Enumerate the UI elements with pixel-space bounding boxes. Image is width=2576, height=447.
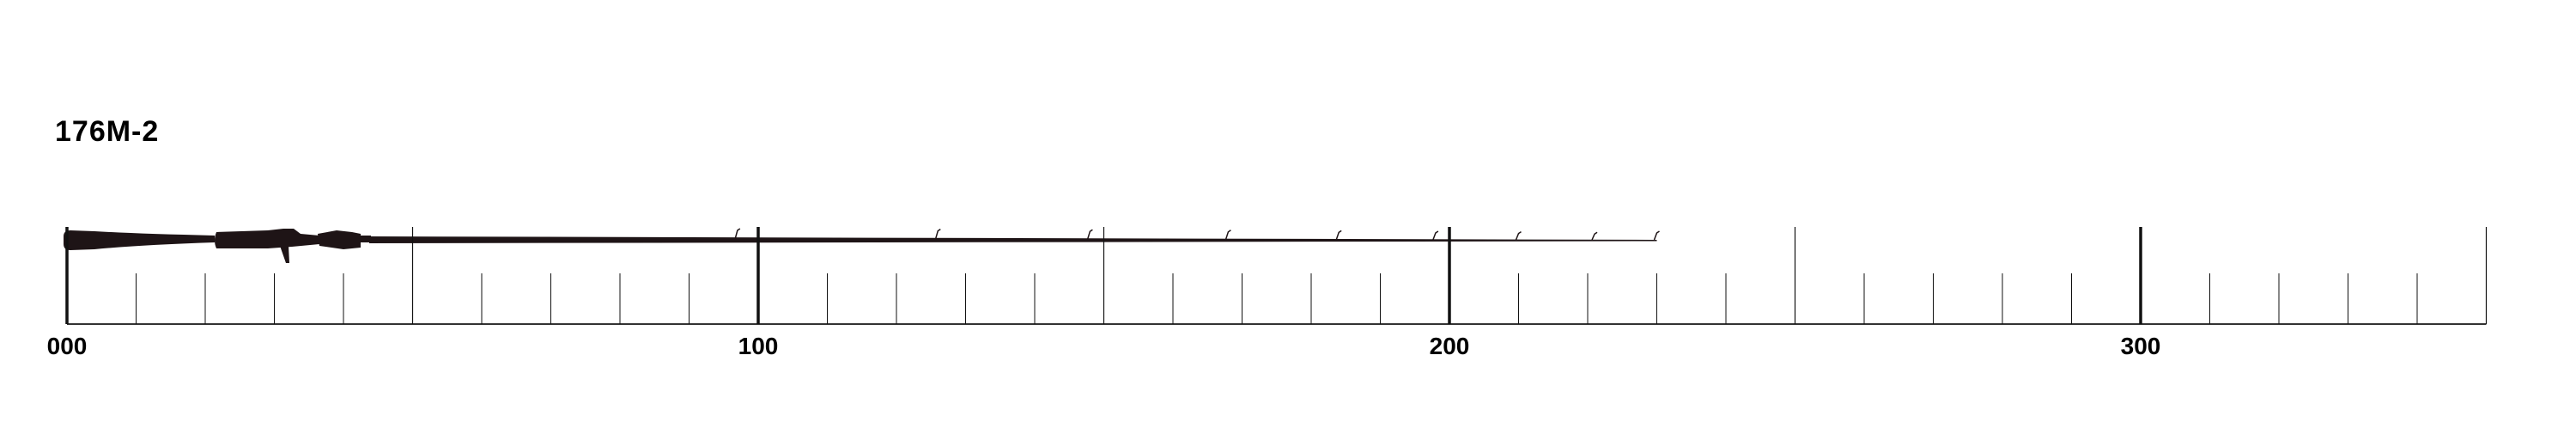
reel-trigger — [280, 246, 289, 263]
rod-guides — [734, 228, 1660, 241]
winding-check — [361, 236, 371, 242]
line-guide — [734, 228, 741, 241]
ruler-label: 300 — [2121, 333, 2161, 359]
line-guide — [1515, 230, 1522, 241]
fore-grip — [215, 229, 319, 248]
line-guide — [934, 228, 941, 241]
line-guide — [1335, 230, 1342, 241]
fishing-rod — [64, 228, 1660, 263]
line-guide — [1591, 231, 1598, 241]
tip-top-guide — [1653, 230, 1660, 241]
measuring-ruler: 000 100 200 300 — [47, 227, 2488, 359]
rear-grip — [64, 230, 215, 250]
reel-seat — [318, 230, 361, 249]
ruler-label: 000 — [47, 333, 88, 359]
ruler-label: 100 — [738, 333, 779, 359]
rod-model-title: 176M-2 — [55, 115, 160, 148]
line-guide — [1432, 230, 1439, 241]
line-guide — [1224, 230, 1231, 241]
line-guide — [1086, 229, 1093, 241]
ruler-label: 200 — [1430, 333, 1470, 359]
rod-blank — [369, 236, 1657, 243]
